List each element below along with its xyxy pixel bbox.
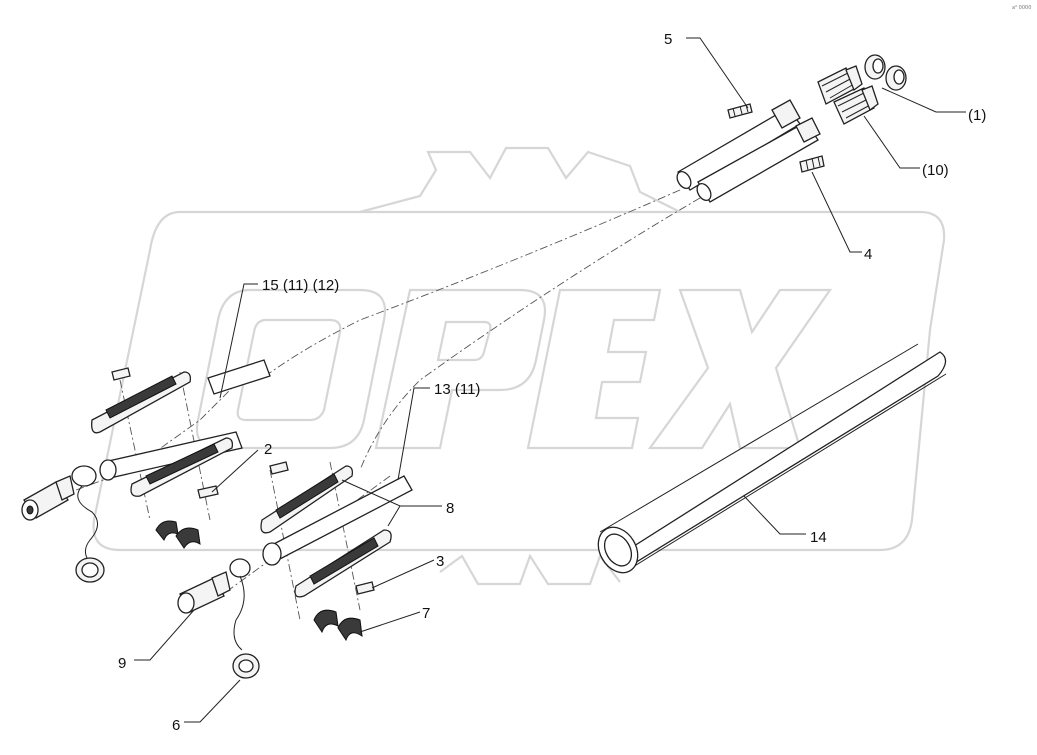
clamp-upper-center <box>260 465 354 534</box>
watermark-letter-e <box>526 288 662 450</box>
threaded-fitting-1 <box>817 65 863 105</box>
grommets-left <box>155 520 201 549</box>
callout-8: 8 <box>446 500 454 517</box>
dust-cap-left <box>71 465 105 583</box>
callout-5: 5 <box>664 31 672 48</box>
callout-1: (1) <box>968 107 986 124</box>
label-tag-4 <box>799 155 825 173</box>
callout-13: 13 (11) <box>434 381 480 398</box>
callout-labels: 5 (1) (10) 4 15 (11) (12) 13 (11) 2 8 3 … <box>118 31 986 734</box>
watermark-letter-p <box>374 288 547 450</box>
left-upper-assembly <box>21 359 271 583</box>
hose-large <box>597 343 947 574</box>
dust-cap-center <box>229 558 260 679</box>
watermark-letter-x <box>647 288 833 450</box>
upper-hose-assembly <box>676 54 907 203</box>
nut-2 <box>885 65 907 91</box>
callout-2: 2 <box>264 441 272 458</box>
callout-4: 4 <box>864 246 872 263</box>
callout-6: 6 <box>172 717 180 734</box>
corner-mark: a⁰ 0000 <box>1012 5 1031 11</box>
clamp-lower-center <box>294 529 392 598</box>
center-lower-assembly <box>177 461 413 679</box>
watermark-frame <box>92 210 946 552</box>
clamp-lower-left <box>130 437 234 497</box>
callout-10: (10) <box>922 162 949 179</box>
quick-coupler-left <box>21 475 75 521</box>
watermark-gear-outline <box>359 146 681 586</box>
watermark-logo <box>92 146 946 586</box>
callout-3: 3 <box>436 553 444 570</box>
threaded-fitting-2 <box>833 85 879 125</box>
callout-15: 15 (11) (12) <box>262 277 339 294</box>
clamp-upper-left <box>91 371 192 434</box>
grommets-center <box>313 609 363 642</box>
quick-coupler-center <box>177 571 231 614</box>
callout-7: 7 <box>422 605 430 622</box>
callout-14: 14 <box>810 529 827 546</box>
leader-lines <box>134 37 966 723</box>
callout-9: 9 <box>118 655 126 672</box>
nut-1 <box>864 54 886 80</box>
label-tag-5 <box>727 103 753 119</box>
watermark-letter-o <box>195 288 387 450</box>
